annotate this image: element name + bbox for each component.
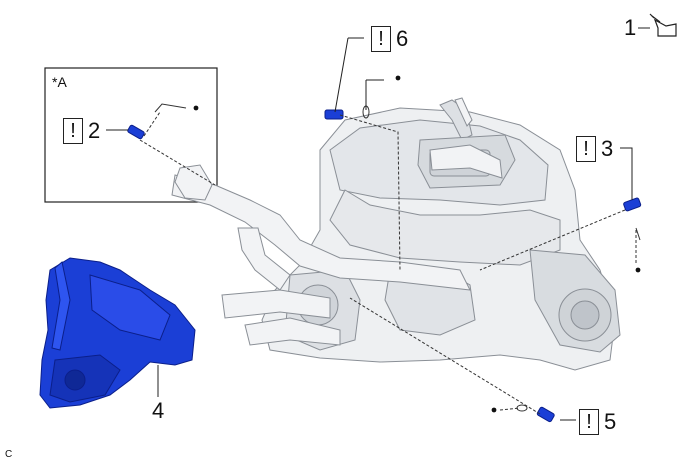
figure-code: C — [5, 449, 13, 460]
callout-4: 4 — [152, 400, 164, 422]
part-6-sensor — [324, 109, 344, 120]
callout-6: ! 6 — [371, 26, 408, 52]
callout-4-number: 4 — [152, 398, 165, 423]
warning-icon: ! — [371, 26, 391, 52]
callout-5-number: 5 — [604, 409, 617, 434]
part-3-sensor — [623, 197, 642, 212]
callout-3: ! 3 — [576, 136, 613, 162]
inset-label: *A — [52, 74, 67, 90]
lubricant-bottle-icon — [649, 13, 677, 37]
callout-3-number: 3 — [601, 136, 614, 161]
warning-icon: ! — [576, 136, 596, 162]
part-4-manifold-insulator — [39, 257, 196, 409]
warning-icon: ! — [579, 409, 599, 435]
dot-markers — [193, 75, 641, 413]
part-5-sensor — [536, 406, 555, 423]
callout-2-number: 2 — [88, 118, 101, 143]
callout-1-number: 1 — [624, 15, 637, 40]
leader-lines — [106, 27, 650, 421]
callout-6-number: 6 — [396, 26, 409, 51]
inset-frame — [44, 67, 218, 203]
pipework — [171, 97, 503, 346]
warning-icon: ! — [63, 118, 83, 144]
callout-5: ! 5 — [579, 409, 616, 435]
dashed-lines — [139, 111, 637, 415]
part-2-sensor — [127, 124, 145, 140]
callout-1: 1 — [624, 17, 636, 39]
callout-2: ! 2 — [63, 118, 100, 144]
